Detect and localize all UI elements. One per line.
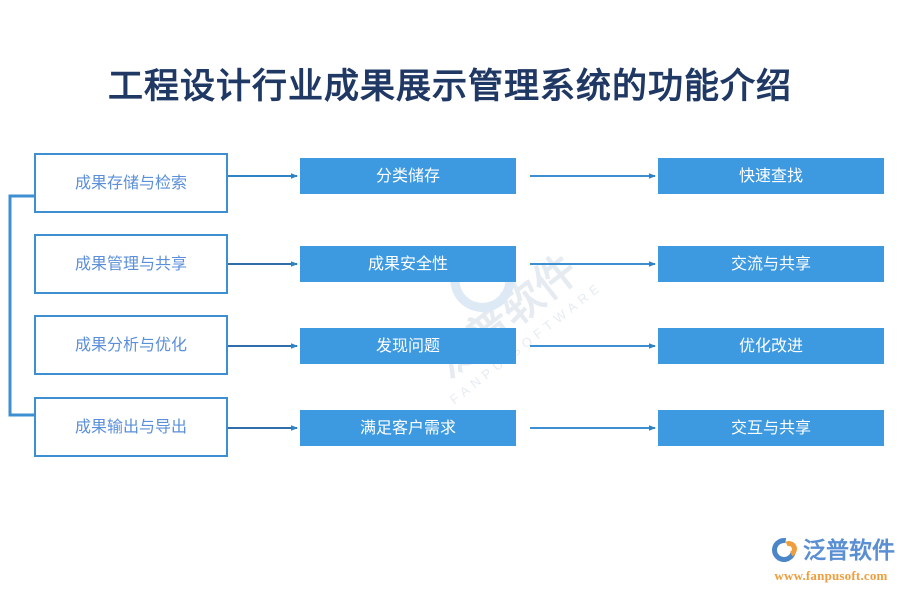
node-outcome-3[interactable]: 优化改进 bbox=[658, 328, 884, 364]
node-function-2[interactable]: 成果管理与共享 bbox=[34, 234, 228, 294]
node-outcome-1[interactable]: 快速查找 bbox=[658, 158, 884, 194]
brand-logo: 泛普软件 www.fanpusoft.com bbox=[767, 533, 895, 589]
node-capability-2[interactable]: 成果安全性 bbox=[300, 246, 516, 282]
center-watermark: 泛普软件 FANPU SOFTWARE bbox=[351, 163, 640, 443]
node-function-4[interactable]: 成果输出与导出 bbox=[34, 397, 228, 457]
node-function-1[interactable]: 成果存储与检索 bbox=[34, 153, 228, 213]
brand-url: www.fanpusoft.com bbox=[774, 568, 888, 583]
node-function-3[interactable]: 成果分析与优化 bbox=[34, 315, 228, 375]
page-title: 工程设计行业成果展示管理系统的功能介绍 bbox=[107, 67, 792, 107]
node-outcome-2[interactable]: 交流与共享 bbox=[658, 246, 884, 282]
node-capability-1[interactable]: 分类储存 bbox=[300, 158, 516, 194]
node-capability-3[interactable]: 发现问题 bbox=[300, 328, 516, 364]
brand-name: 泛普软件 bbox=[803, 537, 895, 564]
fanpu-logo-icon bbox=[767, 533, 801, 567]
node-outcome-4[interactable]: 交互与共享 bbox=[658, 410, 884, 446]
node-capability-4[interactable]: 满足客户需求 bbox=[300, 410, 516, 446]
connector-feedback-loop bbox=[8, 194, 97, 418]
